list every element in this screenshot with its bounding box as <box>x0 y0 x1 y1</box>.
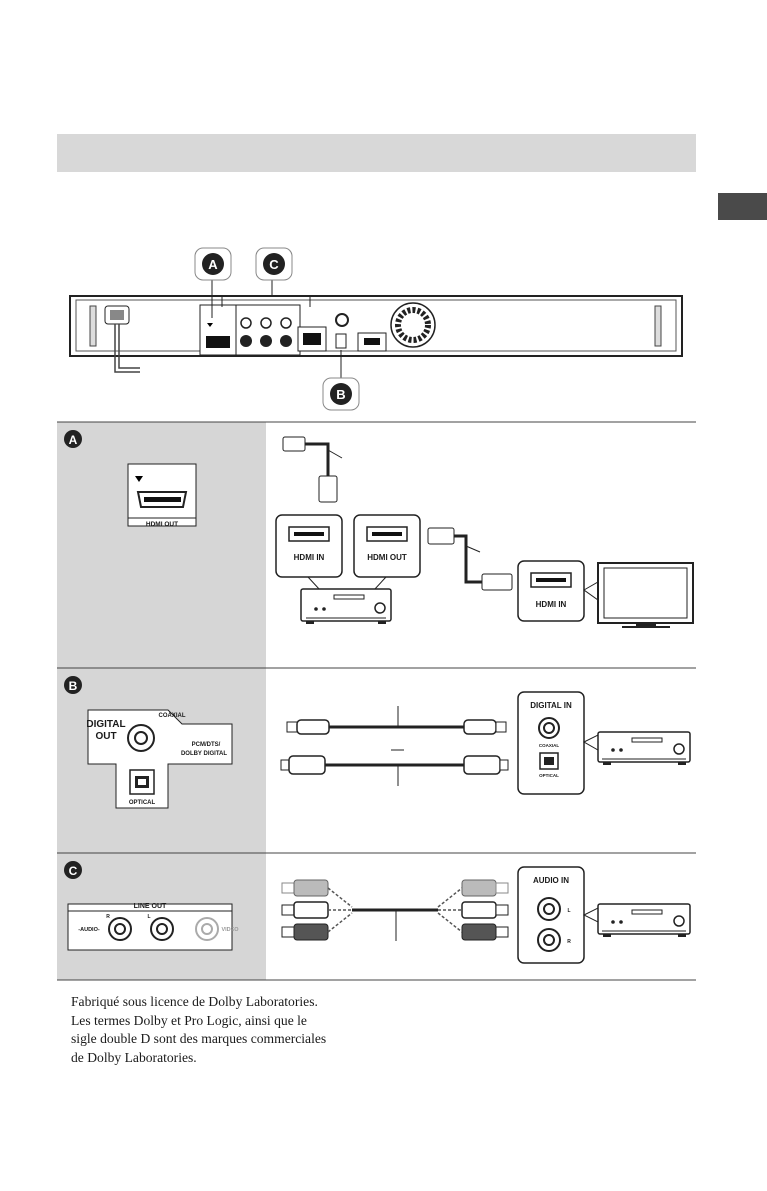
section-b-marker-label: B <box>69 679 78 693</box>
digital-out-title-2: OUT <box>95 731 116 742</box>
marker-c-rear-label: C <box>269 257 279 272</box>
audio-in-title: AUDIO IN <box>533 876 569 885</box>
tv-hdmi-in-label: HDMI IN <box>536 600 567 609</box>
optical-cable <box>280 755 509 786</box>
digital-in-optical-label: OPTICAL <box>539 773 559 778</box>
footnote-line: sigle double D sont des marques commerci… <box>71 1031 327 1047</box>
av-receiver-c <box>597 903 691 937</box>
line-out-r-label: R <box>106 914 110 920</box>
section-c-marker-label: C <box>69 864 78 878</box>
marker-c-section <box>64 861 82 879</box>
format-label-1: PCM/DTS/ <box>192 742 221 748</box>
digital-in-panel <box>517 691 585 795</box>
footnote-line: Fabriqué sous licence de Dolby Laborator… <box>71 994 318 1009</box>
section-header-bar <box>57 134 696 172</box>
optical-jack-label: OPTICAL <box>129 800 156 806</box>
audio-in-r-label: R <box>567 939 571 945</box>
receiver-hdmi-in-label: HDMI IN <box>294 553 325 562</box>
marker-a-rear-label: A <box>208 257 218 272</box>
audio-in-l-label: L <box>567 908 570 914</box>
line-out-audio-label: -AUDIO- <box>78 927 100 933</box>
chapter-tab <box>718 193 767 220</box>
hdmi-cable-1 <box>282 436 343 503</box>
coaxial-cable <box>286 706 507 735</box>
marker-a-rear <box>194 247 232 281</box>
receiver-hdmi-in-panel <box>275 514 343 578</box>
marker-b-rear-label: B <box>336 387 345 402</box>
tv-icon <box>597 562 694 628</box>
digital-in-coaxial-label: COAXIAL <box>539 743 560 748</box>
av-receiver-a <box>300 588 392 624</box>
coaxial-jack-label: COAXIAL <box>159 713 186 719</box>
tv-hdmi-in-panel <box>517 560 585 622</box>
player-rear-panel <box>69 276 683 384</box>
marker-c-rear <box>255 247 293 281</box>
section-a-marker-label: A <box>69 433 78 447</box>
marker-b-section <box>64 676 82 694</box>
line-out-title: LINE OUT <box>134 903 167 910</box>
digital-out-title-1: DIGITAL <box>86 719 125 730</box>
hdmi-out-panel <box>127 463 197 527</box>
footnote-line: Les termes Dolby et Pro Logic, ainsi que… <box>71 1012 307 1028</box>
av-receiver-b <box>597 731 691 765</box>
digital-out-panel <box>87 709 233 809</box>
line-out-panel <box>67 903 233 951</box>
receiver-hdmi-out-label: HDMI OUT <box>367 553 407 562</box>
hdmi-cable-2 <box>427 527 513 591</box>
audio-in-panel <box>517 866 585 964</box>
rca-cable <box>281 879 509 941</box>
receiver-hdmi-out-panel <box>353 514 421 578</box>
format-label-2: DOLBY DIGITAL <box>181 751 227 757</box>
hdmi-out-label: HDMI OUT <box>146 521 178 528</box>
marker-b-rear <box>322 377 360 411</box>
footnote-line: de Dolby Laboratories. <box>71 1049 197 1065</box>
marker-a-section <box>64 430 82 448</box>
line-out-l-label: L <box>147 914 150 920</box>
line-out-video-label: VIDEO <box>221 927 239 933</box>
footnote: Fabriqué sous licence de Dolby Laborator… <box>71 993 391 1067</box>
digital-in-title: DIGITAL IN <box>530 701 572 710</box>
